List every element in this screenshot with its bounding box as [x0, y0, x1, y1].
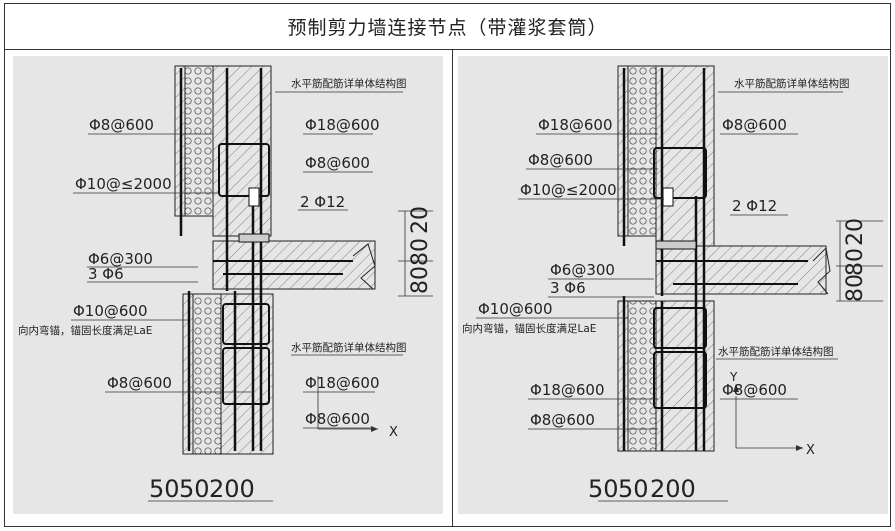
label-phi18-600: Φ18@600	[305, 116, 380, 134]
dim-50-a: 50	[588, 475, 619, 503]
label-phi6-300: Φ6@300	[88, 250, 153, 268]
label-phi8-600-c: Φ8@600	[722, 381, 787, 399]
dim-80-b: 80	[843, 274, 868, 302]
label-phi10-2000: Φ10@≤2000	[75, 175, 172, 193]
lower-wall-panel	[182, 293, 274, 455]
leader-lines	[476, 91, 883, 502]
label-phi8-600-a: Φ8@600	[722, 116, 787, 134]
label-phi10-600: Φ10@600	[478, 300, 553, 318]
axis-x-label: X	[806, 443, 815, 458]
lower-wall-panel	[617, 300, 715, 452]
label-two-phi12: 2 Φ12	[732, 197, 777, 215]
horiz-rebar-note-bottom: 水平筋配筋详单体结构图	[291, 341, 407, 354]
label-phi18-600: Φ18@600	[538, 116, 613, 134]
left-detail-drawing: 水平筋配筋详单体结构图 Φ8@600 Φ18@600 Φ8@600 Φ10@≤2…	[13, 56, 443, 514]
axis-y-label: Y	[729, 370, 738, 384]
label-three-phi6: 3 Φ6	[550, 279, 586, 297]
dim-50-a: 50	[149, 475, 180, 503]
label-phi8-600-b: Φ8@600	[528, 151, 593, 169]
dim-20: 20	[408, 206, 433, 234]
slab	[655, 245, 831, 295]
horiz-rebar-note-top: 水平筋配筋详单体结构图	[734, 77, 850, 90]
horizontal-stirrups	[213, 143, 353, 405]
horiz-rebar-note-bottom: 水平筋配筋详单体结构图	[718, 345, 834, 358]
dim-200: 200	[209, 475, 255, 503]
dim-20: 20	[843, 218, 868, 246]
right-detail-drawing: 水平筋配筋详单体结构图 Φ18@600 Φ8@600 Φ8@600 Φ10@≤2…	[458, 56, 888, 514]
upper-wall-panel	[174, 65, 272, 237]
upper-wall-panel	[617, 65, 715, 247]
dim-80-b: 80	[408, 266, 433, 294]
label-phi10-600: Φ10@600	[73, 302, 148, 320]
dim-80-a: 80	[843, 248, 868, 276]
dim-50-b: 50	[618, 475, 649, 503]
slab	[212, 240, 376, 290]
table-frame: 预制剪力墙连接节点（带灌浆套筒）	[4, 3, 891, 527]
label-phi8-600-c: Φ8@600	[107, 374, 172, 392]
label-three-phi6: 3 Φ6	[88, 265, 124, 283]
label-phi8-600-d: Φ8@600	[305, 410, 370, 428]
label-phi18-600-b: Φ18@600	[305, 374, 380, 392]
label-phi8-600-d: Φ8@600	[530, 411, 595, 429]
anchor-note: 向内弯锚，锚固长度满足LaE	[462, 322, 596, 335]
grout-sleeve	[238, 187, 270, 243]
grout-sleeve	[655, 187, 697, 250]
label-phi8-600-b: Φ8@600	[305, 154, 370, 172]
label-phi10-2000: Φ10@≤2000	[520, 181, 617, 199]
horizontal-stirrups	[653, 147, 808, 409]
axis-x-label: X	[389, 425, 398, 440]
dim-200: 200	[650, 475, 696, 503]
anchor-note: 向内弯锚，锚固长度满足LaE	[18, 324, 152, 337]
label-phi6-300: Φ6@300	[550, 261, 615, 279]
column-divider	[452, 49, 453, 527]
horiz-rebar-note-top: 水平筋配筋详单体结构图	[291, 77, 407, 90]
label-two-phi12: 2 Φ12	[300, 193, 345, 211]
leader-lines	[71, 91, 433, 502]
dim-50-b: 50	[179, 475, 210, 503]
dim-80-a: 80	[408, 238, 433, 266]
label-phi8-600-a: Φ8@600	[89, 116, 154, 134]
page-title: 预制剪力墙连接节点（带灌浆套筒）	[5, 4, 890, 50]
label-phi18-600-b: Φ18@600	[530, 381, 605, 399]
